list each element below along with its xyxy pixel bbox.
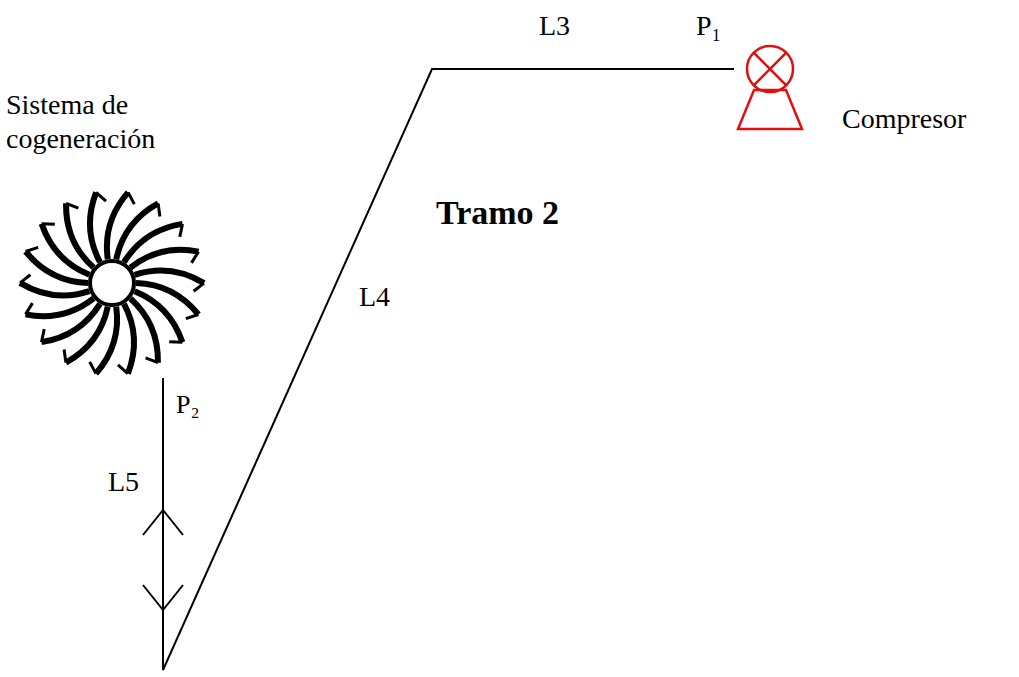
turbine-blades [20,192,204,373]
blade-tip [66,203,78,208]
turbine-blade [124,304,134,374]
compressor-symbol: Compresor [734,24,806,134]
turbine-blade [135,291,183,342]
turbine-blade [135,270,204,283]
blade-tip [26,247,39,251]
turbine-symbol-art [16,188,208,378]
blade-tip [26,303,33,314]
blade-tip [90,362,96,374]
compressor-base [738,90,802,129]
blade-tip [118,365,128,374]
pressure-label: P₂ [176,392,200,418]
compressor-circle [747,46,793,92]
blade-tip [194,283,204,291]
blade-tip [96,192,106,201]
blade-tip [42,222,55,225]
turbine-blade [90,192,100,262]
turbine-blade [26,298,94,316]
blade-tip [186,315,199,319]
turbine-blade [42,224,90,275]
turbine-blade [130,250,198,268]
node-label: Sistema de cogeneración [6,88,231,155]
turbine-hub [90,261,134,305]
pressure-label: P₁ [696,12,721,40]
segment-label: L3 [539,12,570,40]
blade-tip [42,329,45,342]
blade-tip [192,252,199,263]
compressor-symbol-art [734,24,806,134]
section-title: Tramo 2 [436,196,559,230]
blade-tip [128,192,134,204]
blade-tip [146,358,158,363]
turbine-symbol: Sistema de cogeneración [16,188,208,378]
blade-tip [180,224,183,237]
segment-label: L4 [359,283,390,311]
segment-label: L5 [108,468,139,496]
blade-tip [169,340,182,343]
pipe-line [163,69,734,670]
node-label: Compresor [842,102,966,136]
compressor-cross [754,53,787,86]
blade-tip [158,203,160,216]
compressor-cross [754,53,787,86]
blade-tip [64,350,66,363]
blade-tip [20,275,30,283]
